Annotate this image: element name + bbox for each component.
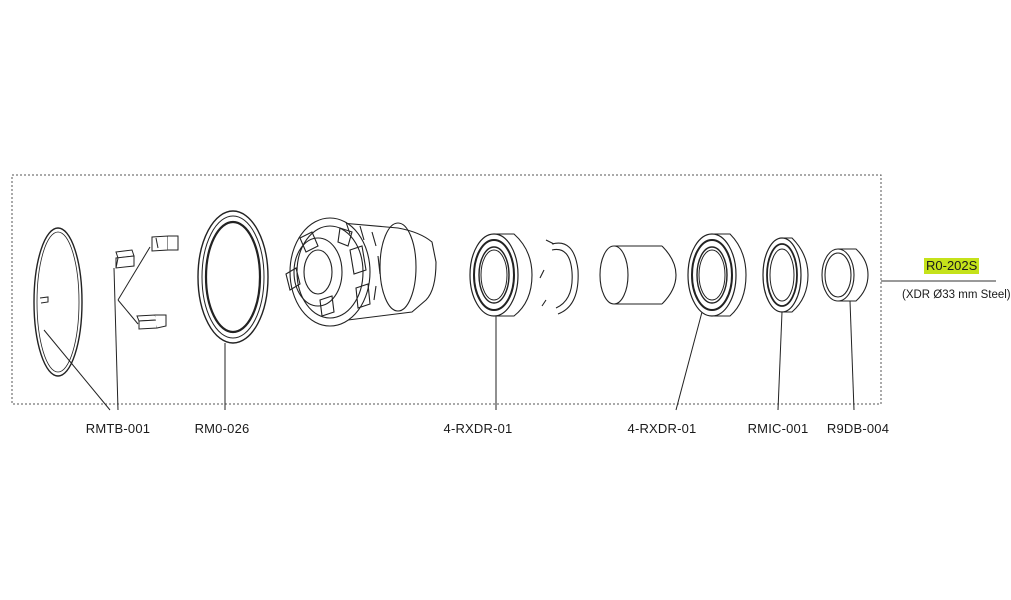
seal-part: [762, 237, 809, 313]
assembly-code: R0-202S: [924, 258, 980, 274]
part-label-r9db-004: R9DB-004: [826, 421, 890, 436]
spacer-tube-part: [599, 245, 677, 305]
pawl-parts: [115, 235, 179, 330]
part-label-4-rxdr-01-a: 4-RXDR-01: [443, 421, 513, 436]
part-label-rm0-026: RM0-026: [194, 421, 250, 436]
part-label-rmic-001: RMIC-001: [747, 421, 809, 436]
part-label-4-rxdr-01-b: 4-RXDR-01: [627, 421, 697, 436]
assembly-boundary: [11, 174, 882, 405]
dust-cap-part: [821, 248, 869, 302]
circlip-part: [539, 239, 579, 315]
snap-ring-part: [33, 227, 83, 377]
seal-ring-part: [197, 210, 269, 344]
leader-lines: [43, 246, 855, 411]
bearing-part-1: [469, 233, 533, 317]
part-label-rmtb-001: RMTB-001: [85, 421, 151, 436]
freehub-body-part: [285, 217, 437, 327]
assembly-description: (XDR Ø33 mm Steel): [902, 289, 1011, 301]
bearing-part-2: [687, 233, 747, 317]
